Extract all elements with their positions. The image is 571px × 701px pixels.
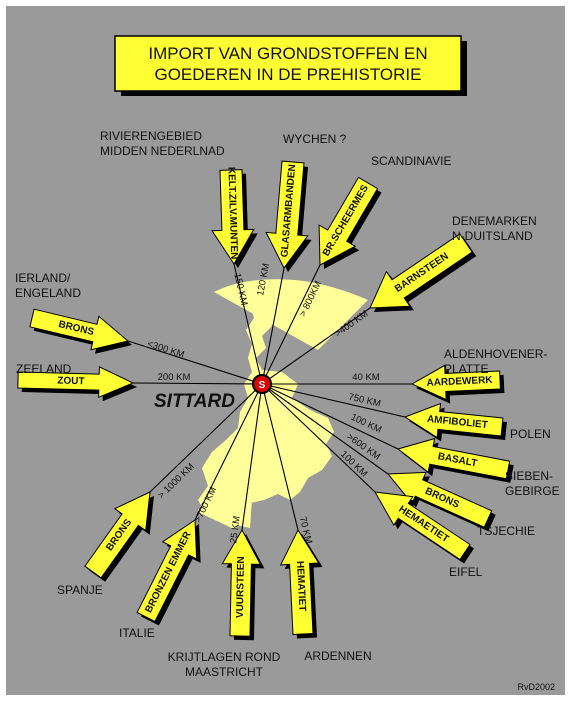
arrow-rivierengebied: KELT.ZILV.MUNTEN	[211, 167, 258, 268]
route-line-siebengebirge	[261, 383, 399, 450]
route-line-polen	[261, 383, 406, 418]
title-line-2: GOEDEREN IN DE PREHISTORIE	[154, 65, 421, 84]
place-label-krijtlagen-1: MAASTRICHT	[185, 665, 264, 679]
route-line-zeeland	[132, 382, 263, 385]
place-label-siebengebirge-1: GEBIRGE	[505, 484, 560, 498]
route-lines	[127, 263, 412, 531]
place-label-wychen-0: WYCHEN ?	[283, 132, 347, 146]
place-label-siebengebirge-0: SIEBEN-	[505, 469, 553, 483]
arrow-body-polen	[403, 402, 504, 439]
arrow-body-aldenhoven	[410, 364, 501, 401]
arrow-label-rivierengebied: KELT.ZILV.MUNTEN	[225, 167, 239, 260]
arrow-body-tsjechie	[386, 471, 493, 528]
arrow-wychen: GLASARMBANDEN	[265, 160, 312, 272]
reach-dome	[214, 279, 368, 350]
place-label-scandinavie-0: SCANDINAVIE	[371, 154, 451, 168]
center-marker-label: S	[259, 380, 266, 391]
route-line-wychen	[261, 267, 285, 385]
route-line-rivierengebied	[233, 263, 263, 385]
center-city-label: SITTARD	[154, 391, 235, 412]
route-line-spanje	[149, 383, 263, 493]
arrow-label-aldenhoven: AARDEWERK	[426, 375, 493, 389]
route-line-ardennen	[261, 383, 299, 531]
arrow-label-zeeland: ZOUT	[57, 376, 84, 388]
arrow-body-scandinavie	[318, 176, 379, 266]
place-label-italie-0: ITALIE	[119, 626, 155, 640]
arrow-body-wychen	[265, 160, 309, 269]
place-label-polen-0: POLEN	[510, 427, 551, 441]
place-label-aldenhoven-0: ALDENHOVENER-	[444, 347, 547, 361]
arrow-body-spanje	[84, 491, 151, 579]
distance-label-aldenhoven: 40 KM	[352, 372, 380, 383]
center-marker: S	[252, 374, 272, 394]
place-label-aldenhoven-1: PLATTE	[444, 362, 488, 376]
route-line-ierland	[127, 340, 263, 385]
place-label-krijtlagen-0: KRIJTLAGEN ROND	[168, 650, 281, 664]
arrow-siebengebirge: BASALT	[396, 437, 514, 483]
place-label-ierland-1: ENGELAND	[15, 286, 81, 300]
arrow-body-denemarken	[369, 233, 473, 309]
route-line-krijtlagen	[241, 383, 263, 531]
title-box-panel	[114, 35, 462, 92]
route-line-denemarken	[261, 307, 371, 385]
arrow-ierland: BRONS	[29, 308, 132, 354]
place-label-denemarken-1: N-DUITSLAND	[452, 229, 533, 243]
title-box: IMPORT VAN GRONDSTOFFEN EN GOEDEREN IN D…	[114, 35, 467, 96]
arrow-krijtlagen: VUURSTEEN	[221, 528, 265, 641]
arrow-ardennen: HEMATIET	[279, 528, 323, 639]
place-label-spanje-0: SPANJE	[57, 583, 103, 597]
place-label-rivierengebied-1: MIDDEN NEDERLNAD	[100, 144, 225, 158]
arrow-zeeland: ZOUT	[17, 366, 137, 402]
arrow-aldenhoven: AARDEWERK	[410, 364, 505, 404]
arrow-label-krijtlagen: VUURSTEEN	[235, 556, 247, 618]
title-line-1: IMPORT VAN GRONDSTOFFEN EN	[148, 44, 427, 63]
arrow-polen: AMFIBOLIET	[403, 402, 507, 442]
place-label-ierland-0: IERLAND/	[15, 271, 71, 285]
route-line-tsjechie	[261, 383, 389, 475]
place-label-eifel-0: EIFEL	[449, 565, 483, 579]
wedge-italie	[214, 384, 260, 528]
place-label-tsjechie-0: TSJECHIE	[477, 524, 535, 538]
distance-label-zeeland: 200 KM	[158, 372, 191, 383]
arrow-body-rivierengebied	[211, 169, 255, 265]
arrow-label-ardennen: HEMATIET	[294, 561, 307, 612]
route-line-italie	[194, 383, 263, 521]
arrow-body-italie	[136, 519, 198, 623]
place-label-ardennen-0: ARDENNEN	[304, 649, 371, 663]
route-line-eifel	[261, 383, 376, 493]
center-circle	[252, 374, 272, 394]
route-line-scandinavie	[261, 264, 321, 385]
place-label-rivierengebied-0: RIVIERENGEBIED	[100, 129, 202, 143]
arrow-body-krijtlagen	[221, 528, 262, 637]
arrow-body-siebengebirge	[396, 437, 511, 480]
place-label-zeeland-0: ZEELAND	[16, 362, 72, 376]
distance-label-krijtlagen: 25 KM	[228, 515, 243, 544]
place-label-denemarken-0: DENEMARKEN	[452, 214, 537, 228]
arrow-body-eifel	[374, 491, 471, 561]
arrow-body-ierland	[29, 308, 130, 351]
credit-label: RvD2002	[517, 682, 555, 692]
arrow-body-zeeland	[17, 366, 135, 399]
arrow-body-ardennen	[279, 528, 320, 636]
